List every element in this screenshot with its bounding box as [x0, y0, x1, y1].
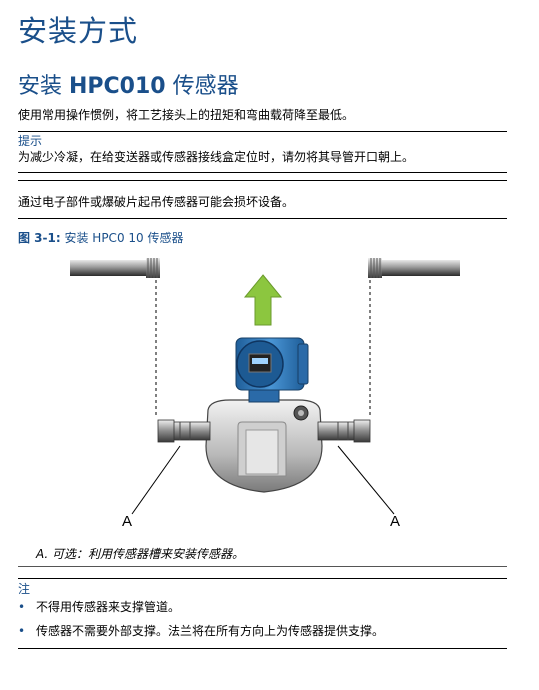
left-callout-label: A	[122, 513, 132, 530]
note-label: 注	[18, 582, 31, 596]
right-callout-label: A	[390, 513, 400, 530]
figure-caption: 图 3-1: 安装 HPC0 10 传感器	[18, 229, 183, 246]
note-top-rule	[18, 578, 507, 579]
figure-bottom-rule	[18, 566, 507, 567]
section-heading-model: HPC010	[69, 74, 166, 99]
bullet-icon: •	[18, 600, 26, 614]
figure-legend: A. 可选：利用传感器槽来安装传感器。	[36, 547, 245, 561]
tip-top-rule	[18, 131, 507, 132]
tip-bottom-rule	[18, 172, 507, 173]
section-heading: 安装 HPC010 传感器	[18, 68, 239, 100]
tip-label: 提示	[18, 134, 43, 148]
right-pipe	[368, 258, 460, 278]
note-item-text: 不得用传感器来支撑管道。	[36, 600, 181, 614]
figure-number: 图 3-1:	[18, 231, 61, 245]
bullet-icon: •	[18, 624, 26, 638]
note-bottom-rule	[18, 648, 507, 649]
warning-top-rule	[18, 180, 507, 181]
warning-text: 通过电子部件或爆破片起吊传感器可能会损坏设备。	[18, 195, 295, 209]
note-item: • 不得用传感器来支撑管道。	[18, 598, 180, 615]
figure-title: 安装 HPC0 10 传感器	[60, 231, 184, 245]
tip-text: 为减少冷凝，在给变送器或传感器接线盒定位时，请勿将其导管开口朝上。	[18, 150, 415, 164]
lift-direction-arrow-icon	[243, 274, 283, 326]
left-process-connection	[157, 419, 211, 443]
note-item: • 传感器不需要外部支撑。法兰将在所有方向上为传感器提供支撑。	[18, 622, 384, 639]
left-pipe	[70, 258, 160, 278]
page-title: 安装方式	[18, 14, 139, 48]
intro-paragraph: 使用常用操作惯例，将工艺接头上的扭矩和弯曲载荷降至最低。	[18, 108, 355, 122]
left-callout-line	[131, 445, 181, 515]
transmitter-head	[235, 337, 309, 403]
sensor-installation-illustration: A A	[70, 258, 460, 530]
sensor-body	[205, 399, 323, 493]
right-callout-line	[337, 445, 395, 515]
section-heading-suffix: 传感器	[165, 74, 239, 99]
warning-bottom-rule	[18, 218, 507, 219]
note-item-text: 传感器不需要外部支撑。法兰将在所有方向上为传感器提供支撑。	[36, 624, 385, 638]
right-process-connection	[317, 419, 371, 443]
section-heading-prefix: 安装	[18, 74, 69, 99]
